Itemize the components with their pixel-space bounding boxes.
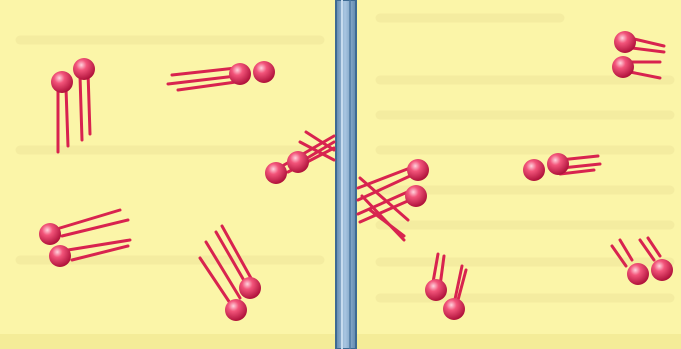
partition-wall [336, 0, 356, 349]
